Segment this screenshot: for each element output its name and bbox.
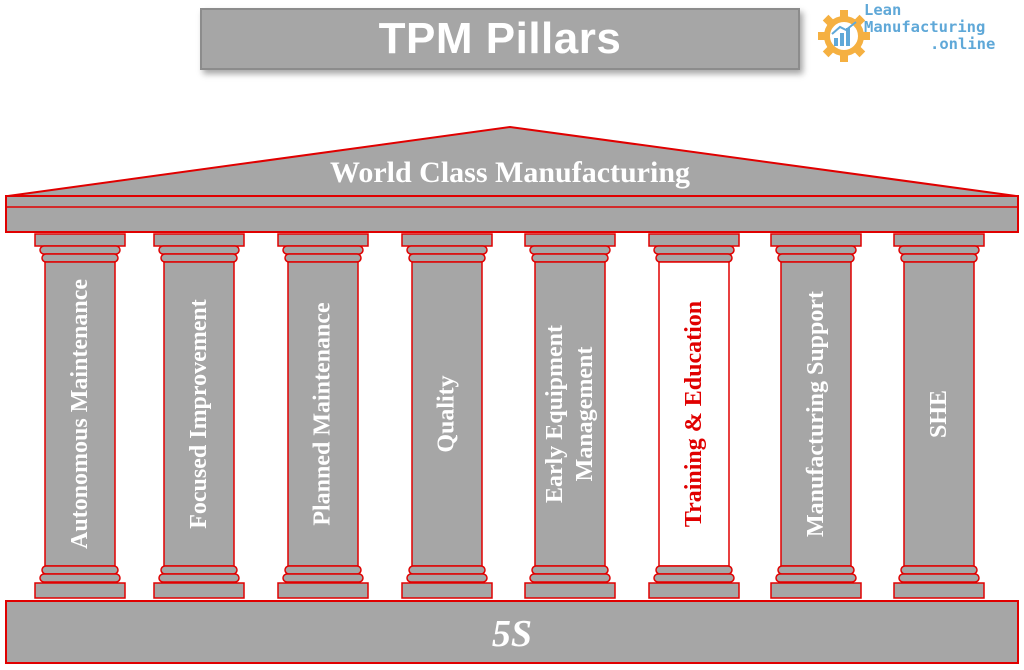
pillar-label-line: Manufacturing Support [803, 290, 830, 538]
pillar-base-plate [277, 582, 369, 599]
pillar-label: SHE [904, 262, 974, 566]
base-label: 5S [491, 613, 533, 655]
logo-line-3: .online [930, 35, 996, 53]
pillar-shaft [287, 261, 359, 567]
pillar-base-ring [406, 573, 488, 583]
pillar-shaft [44, 261, 116, 567]
pillar-capital-ring [777, 253, 855, 263]
pillar-label: Planned Maintenance [288, 262, 358, 566]
pillar-capital-ring [775, 245, 857, 255]
pillar-base-ring [158, 573, 240, 583]
roof-label: World Class Manufacturing [329, 156, 691, 189]
pillar-capital-plate [648, 233, 740, 247]
pillar-base-ring [282, 573, 364, 583]
pillar-label-line: Management [572, 346, 598, 482]
pillar-capital-plate [277, 233, 369, 247]
pillar-label-line: Training & Education [681, 300, 708, 528]
pillar-label-text: Planned Maintenance [308, 302, 338, 525]
pillar-shaft [903, 261, 975, 567]
pillar-label-line: Focused Improvement [186, 299, 213, 529]
logo-text: Lean Manufacturing .online [864, 2, 995, 53]
base-platform [5, 600, 1019, 664]
pillar-base-ring [898, 573, 980, 583]
pillar-capital-plate [893, 233, 985, 247]
pillar-label-line: SHE [926, 389, 952, 439]
pillar-label-text: Focused Improvement [184, 299, 214, 529]
pillar-shaft [658, 261, 730, 567]
pillar-capital-ring [406, 245, 488, 255]
pillar-base-ring [160, 565, 238, 575]
pillar-capital-ring [158, 245, 240, 255]
pillar-capital-ring [160, 253, 238, 263]
pillar-label-text: Quality [432, 375, 462, 452]
pillar-label-line: Autonomous Maintenance [67, 278, 94, 550]
pillar-capital-plate [153, 233, 245, 247]
pillar-capital-ring [898, 245, 980, 255]
pillar-base-plate [401, 582, 493, 599]
pillar-base-ring [39, 573, 121, 583]
pillar-label-line: Planned Maintenance [310, 302, 336, 526]
pillar-capital-ring [531, 253, 609, 263]
title-banner: TPM Pillars [200, 8, 800, 70]
pillar-capital-ring [282, 245, 364, 255]
pillar-label-text: Manufacturing Support [801, 291, 831, 537]
pillar-shaft [780, 261, 852, 567]
pillar-base-plate [34, 582, 126, 599]
pillar-label: Quality [412, 262, 482, 566]
pillar-shaft [411, 261, 483, 567]
pillar-base-ring [655, 565, 733, 575]
pillar-shaft [534, 261, 606, 567]
logo-gear-icon [818, 10, 870, 62]
pillar-capital-ring [900, 253, 978, 263]
pillar-shaft [163, 261, 235, 567]
pillar-capital-plate [34, 233, 126, 247]
pillar-base-ring [531, 565, 609, 575]
pillar-base-plate [153, 582, 245, 599]
pillar-capital-plate [524, 233, 616, 247]
pillar-capital-ring [284, 253, 362, 263]
pillar-label: Training & Education [659, 262, 729, 566]
pillar-base-plate [648, 582, 740, 599]
pillar-base-plate [893, 582, 985, 599]
pillar-base-ring [775, 573, 857, 583]
pillar-base-ring [41, 565, 119, 575]
pillar-base-plate [524, 582, 616, 599]
pillar-base-ring [529, 573, 611, 583]
pillar-capital-ring [41, 253, 119, 263]
pillar-base-ring [408, 565, 486, 575]
pillar-label: Autonomous Maintenance [45, 262, 115, 566]
pillar-capital-ring [653, 245, 735, 255]
pillar-base-ring [777, 565, 855, 575]
pillar-label-line: Quality [434, 375, 460, 453]
roof-beam [5, 195, 1019, 233]
pillar-label-line: Early Equipment [542, 324, 568, 504]
pillar-capital-plate [401, 233, 493, 247]
pillar-base-ring [284, 565, 362, 575]
pillar-capital-ring [655, 253, 733, 263]
pillar-label-text: Training & Education [679, 301, 709, 527]
pillar-label: Focused Improvement [164, 262, 234, 566]
pillar-label-text: Autonomous Maintenance [65, 279, 95, 549]
pillar-capital-ring [408, 253, 486, 263]
pillar-capital-ring [39, 245, 121, 255]
pillar-capital-ring [529, 245, 611, 255]
pillar-label-text: SHE [924, 390, 954, 438]
pillar-label: Manufacturing Support [781, 262, 851, 566]
pillar-capital-plate [770, 233, 862, 247]
pillar-base-plate [770, 582, 862, 599]
logo-line-1: Lean [864, 1, 902, 19]
pillar-base-ring [653, 573, 735, 583]
page-title: TPM Pillars [378, 14, 622, 63]
logo-line-2: Manufacturing [864, 18, 986, 36]
pillar-base-ring [900, 565, 978, 575]
